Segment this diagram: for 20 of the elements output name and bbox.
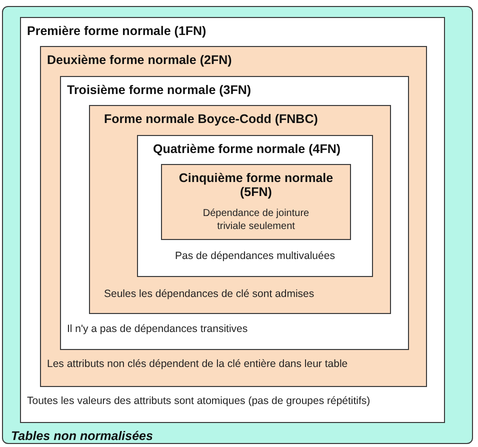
normal-form-box xyxy=(60,76,409,350)
rule-text: Pas de dépendances multivaluées xyxy=(174,250,336,262)
normal-form-box xyxy=(89,105,391,314)
normal-form-box xyxy=(20,17,445,423)
form-heading: Troisième forme normale (3FN) xyxy=(67,83,252,97)
form-heading: Première forme normale (1FN) xyxy=(27,24,206,38)
unnormalized-tables-panel xyxy=(2,6,473,444)
rule-text: Seules les dépendances de clé sont admises xyxy=(104,288,314,300)
rule-text: Dépendance de jointure triviale seulement xyxy=(202,207,310,233)
normal-form-box xyxy=(161,164,351,240)
form-heading: Quatrième forme normale (4FN) xyxy=(153,142,341,156)
form-heading: Forme normale Boyce-Codd (FNBC) xyxy=(104,112,318,126)
form-heading: Deuxième forme normale (2FN) xyxy=(47,53,232,67)
panel-heading: Tables non normalisées xyxy=(11,429,153,443)
normal-form-box xyxy=(137,135,373,277)
form-heading: Cinquième forme normale (5FN) xyxy=(178,171,334,199)
rule-text: Il n'y a pas de dépendances transitives xyxy=(67,323,248,335)
normal-form-box xyxy=(40,46,427,387)
rule-text: Les attributs non clés dépendent de la clé entière dans leur table xyxy=(47,358,348,370)
rule-text: Toutes les valeurs des attributs sont atomiques (pas de groupes répétitifs) xyxy=(27,395,370,407)
